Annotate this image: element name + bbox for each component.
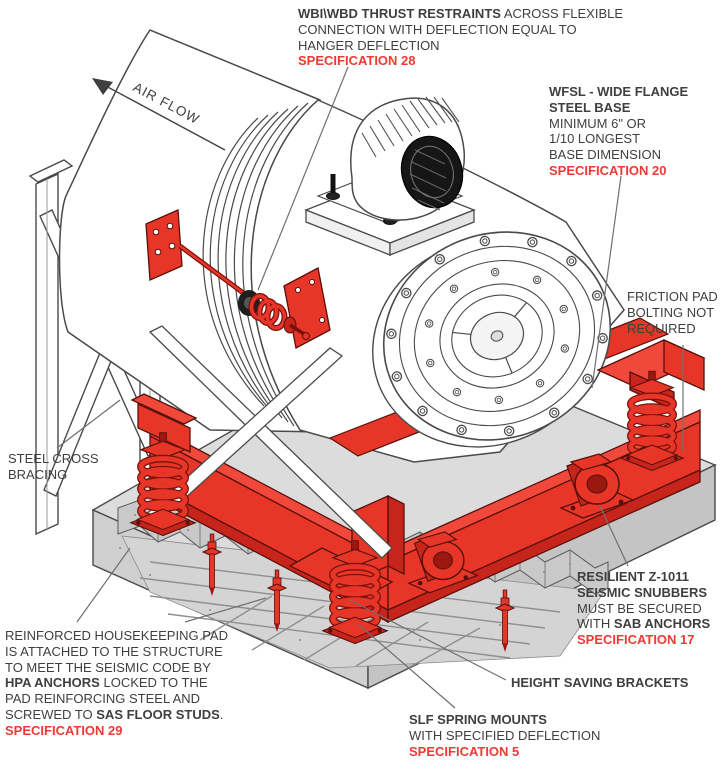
callout-housekeeping-pad: REINFORCED HOUSEKEEPING PAD IS ATTACHED … [5, 628, 228, 738]
leader-anchor [184, 597, 267, 623]
callout-thrust-bold: WBI\WBD THRUST RESTRAINTS [298, 6, 501, 21]
callout-height-saving-brackets: HEIGHT SAVING BRACKETS [511, 675, 689, 690]
leader-wfsl [591, 175, 622, 389]
leader-slf [357, 623, 456, 709]
callout-wfsl-base: WFSL - WIDE FLANGE STEEL BASE MINIMUM 6"… [549, 84, 689, 178]
leader-steel-cross [56, 399, 121, 449]
leader-lines [56, 66, 684, 709]
spec-28: SPECIFICATION 28 [298, 53, 416, 69]
thrust-restraint [145, 209, 331, 349]
callout-steel-cross-bracing: STEEL CROSS BRACING [8, 451, 99, 482]
motor [350, 96, 466, 221]
leader-thrust [257, 66, 349, 291]
leader-height-brackets [349, 599, 507, 681]
thrust-bracket [145, 209, 183, 281]
steel-base [130, 338, 706, 624]
spec-20: SPECIFICATION 20 [549, 162, 667, 178]
spec-17: SPECIFICATION 17 [577, 632, 695, 648]
spec-5: SPECIFICATION 5 [409, 743, 520, 759]
height-saving-bracket-left [130, 393, 198, 454]
callout-thrust-restraints: WBI\WBD THRUST RESTRAINTS ACROSS FLEXIBL… [298, 6, 624, 69]
spec-29: SPECIFICATION 29 [5, 722, 123, 738]
leader-resilient [599, 505, 629, 567]
discharge-flange [372, 231, 612, 448]
callout-slf-spring-mounts: SLF SPRING MOUNTS WITH SPECIFIED DEFLECT… [409, 712, 601, 759]
callout-friction-pad: FRICTION PAD BOLTING NOT REQUIRED [627, 289, 718, 336]
motor-fins [361, 96, 460, 158]
leader-pad [76, 547, 131, 623]
callout-seismic-snubbers: RESILIENT Z-1011 SEISMIC SNUBBERS MUST B… [577, 569, 711, 648]
flexible-connection [202, 99, 319, 431]
